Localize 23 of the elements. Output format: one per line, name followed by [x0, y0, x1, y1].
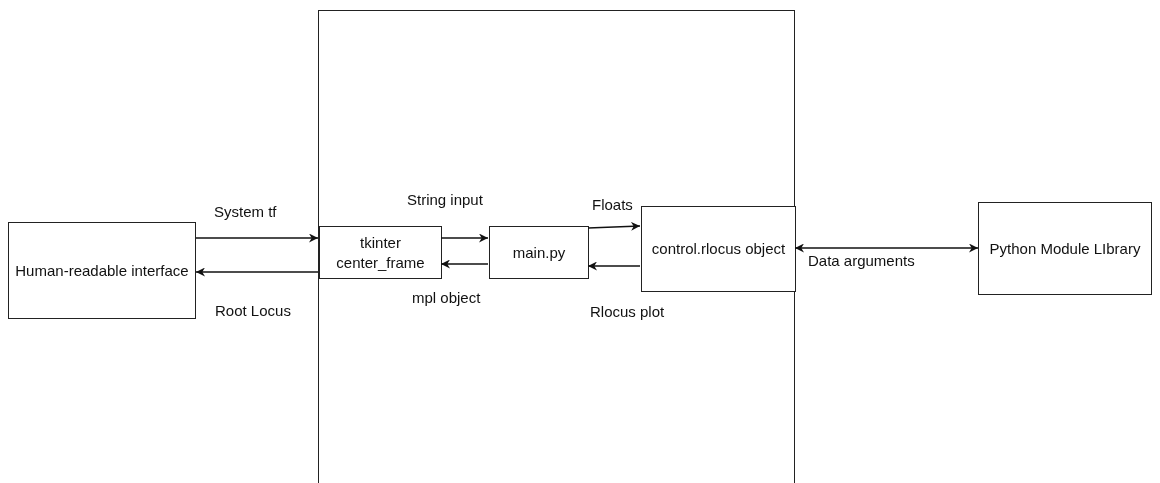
edge-label: Floats: [590, 196, 635, 213]
edge-label: String input: [405, 191, 485, 208]
process-box: [641, 206, 796, 292]
process-box: [319, 226, 442, 279]
node-label: tkinter center_frame: [335, 233, 426, 272]
arrow: [794, 243, 979, 253]
edge-label: mpl object: [410, 289, 483, 306]
node-label: main.py: [511, 242, 567, 263]
process-box: [8, 222, 196, 319]
process-box: [489, 226, 589, 279]
container-box: [318, 10, 795, 483]
arrow: [587, 221, 641, 231]
process-box: [978, 202, 1152, 295]
node-label: Human-readable interface: [14, 260, 190, 281]
node-label: Python Module LIbrary: [988, 238, 1142, 259]
node-label: control.rlocus object: [650, 239, 787, 259]
arrow: [440, 233, 489, 243]
arrow: [587, 261, 641, 271]
edge-label: System tf: [212, 203, 279, 220]
arrow: [195, 267, 319, 277]
edge-label: Rlocus plot: [588, 303, 667, 320]
arrow: [195, 233, 319, 243]
arrow: [440, 259, 489, 269]
